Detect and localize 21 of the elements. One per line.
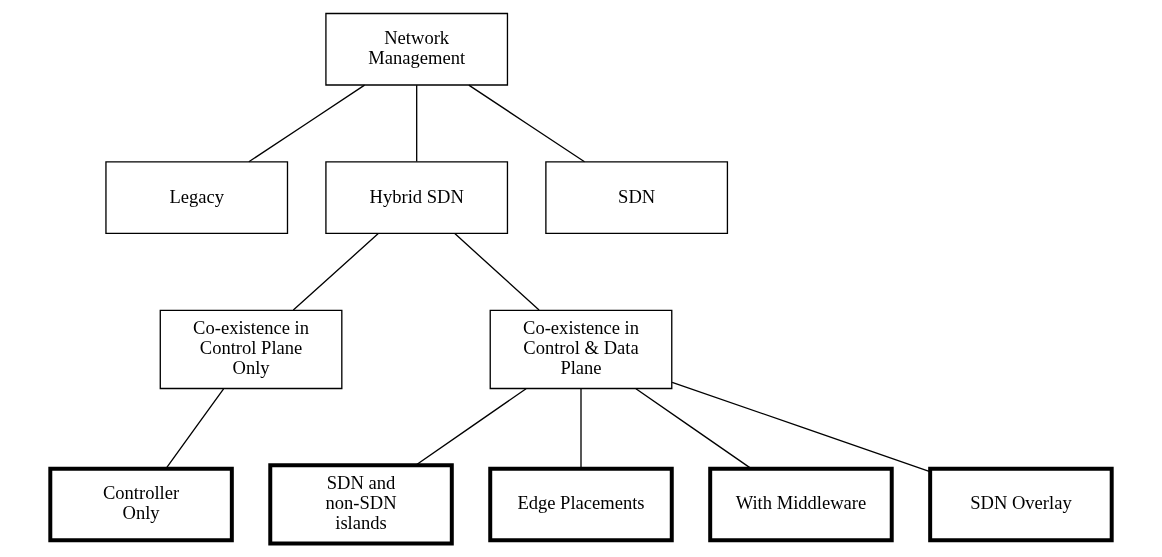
node-box: SDN Overlay [928,466,1114,543]
connector [671,381,931,473]
connector [635,388,752,470]
node-box: Network Management [325,12,509,86]
node-box: With Middleware [708,466,894,543]
connector [454,232,540,311]
node-box: Co-existence in Control Plane Only [159,309,343,390]
node-box: SDN and non-SDN islands [268,463,454,546]
node-box: Co-existence in Control & Data Plane [489,309,673,390]
node-box: SDN [545,161,729,235]
connector [292,232,379,311]
connector [580,388,582,470]
connector [415,388,527,466]
connector [468,84,586,163]
connector [416,84,418,163]
connector [165,388,225,470]
node-box: Controller Only [48,466,234,543]
connector [248,84,366,163]
node-box: Legacy [105,161,289,235]
node-box: Edge Placements [488,466,674,543]
node-box: Hybrid SDN [325,161,509,235]
